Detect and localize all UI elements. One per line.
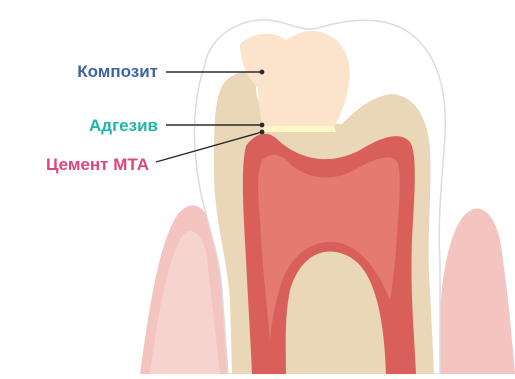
mta-cement-label: Цемент МТА <box>46 155 149 175</box>
composite-label: Композит <box>77 62 158 82</box>
adhesive-dot <box>260 123 265 128</box>
gum-right <box>439 209 515 374</box>
mta-dot <box>260 130 265 135</box>
adhesive-layer <box>262 126 336 132</box>
composite-dot <box>260 70 265 75</box>
adhesive-label: Адгезив <box>89 116 158 136</box>
